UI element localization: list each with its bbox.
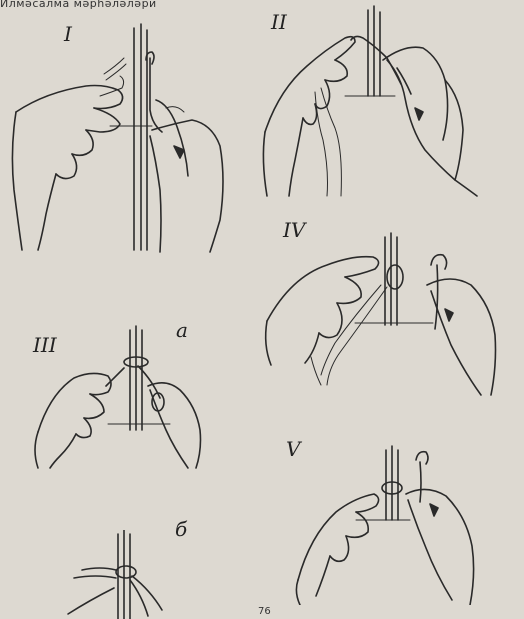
- page-number: 76: [258, 606, 271, 617]
- hands-illustration-b: [60, 530, 200, 619]
- hands-illustration-iv: [255, 225, 524, 400]
- hands-illustration-iii-a: [20, 320, 220, 470]
- hands-illustration-v: [280, 440, 524, 605]
- hands-illustration-i: [0, 0, 260, 260]
- hands-illustration-ii: [255, 0, 524, 200]
